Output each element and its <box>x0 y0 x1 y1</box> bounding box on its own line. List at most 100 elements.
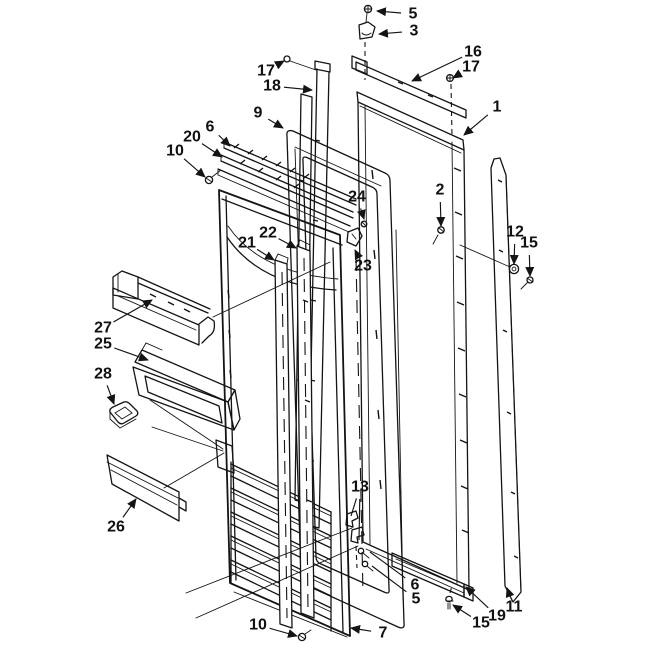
callout-leader-6 <box>369 551 406 579</box>
callout-leader-13 <box>350 498 357 517</box>
callout-leader-1 <box>463 114 489 136</box>
alignment-line-grommet <box>459 244 511 268</box>
callout-5: 5 <box>376 6 418 23</box>
part-number-11: 11 <box>506 599 523 616</box>
callout-20: 20 <box>183 129 223 158</box>
callout-15: 15 <box>520 235 538 277</box>
callout-leader-13 <box>358 498 361 541</box>
callout-leader-11 <box>505 587 515 599</box>
screw-24 <box>360 220 368 228</box>
callout-leader-28 <box>106 385 116 405</box>
callout-leader-6 <box>218 134 231 147</box>
callout-25: 25 <box>94 336 149 362</box>
callout-leader-5 <box>376 7 402 17</box>
callout-11: 11 <box>505 587 523 616</box>
callout-28: 28 <box>94 366 116 405</box>
bottom-screws-5-6 <box>357 547 374 572</box>
part-number-5: 5 <box>412 591 421 608</box>
callout-10: 10 <box>166 143 206 178</box>
part-number-17: 17 <box>462 59 480 76</box>
part-number-16: 16 <box>464 44 482 61</box>
callout-10: 10 <box>249 617 298 638</box>
callout-leader-26 <box>122 498 137 518</box>
part-number-25: 25 <box>94 336 112 353</box>
part-number-5: 5 <box>409 6 418 23</box>
callout-leader-24 <box>356 208 366 220</box>
door-shelf-26 <box>106 454 187 522</box>
hinge-screw-5 <box>363 4 373 23</box>
part-number-12: 12 <box>506 224 524 241</box>
callout-17: 17 <box>452 59 480 79</box>
part-number-23: 23 <box>354 258 372 275</box>
part-number-10: 10 <box>166 143 184 160</box>
part-number-26: 26 <box>107 519 125 536</box>
part-number-2: 2 <box>436 182 445 199</box>
part-number-6: 6 <box>206 119 215 136</box>
part-number-3: 3 <box>410 23 419 40</box>
callout-26: 26 <box>107 498 137 536</box>
grommet-12 <box>508 263 520 275</box>
screw-17-left <box>283 55 317 71</box>
pad-28 <box>109 401 139 429</box>
callout-6: 6 <box>369 551 420 594</box>
alignment-lines <box>149 261 359 619</box>
callout-18: 18 <box>263 78 313 95</box>
callout-leader-21 <box>256 248 275 261</box>
part-number-18: 18 <box>263 78 281 95</box>
part-number-6: 6 <box>411 577 420 594</box>
part-number-10: 10 <box>249 617 267 634</box>
callout-leader-20 <box>201 143 223 158</box>
part-number-1: 1 <box>493 99 502 116</box>
callout-6: 6 <box>206 119 231 147</box>
screw-15-right <box>520 276 534 290</box>
callout-leader-2 <box>436 201 446 227</box>
part-number-7: 7 <box>379 625 388 642</box>
callout-leader-3 <box>378 28 403 38</box>
mullion-strip-22 <box>296 239 315 619</box>
callout-leader-5 <box>371 565 407 593</box>
screw-15-bottom <box>445 585 454 610</box>
callout-7: 7 <box>350 624 388 642</box>
callout-leader-9 <box>267 118 284 129</box>
callout-leader-16 <box>411 56 463 82</box>
callout-15: 15 <box>452 604 490 632</box>
hinge-cam-3 <box>358 21 376 80</box>
callout-leader-17 <box>273 60 285 70</box>
callout-leader-27 <box>113 299 153 323</box>
part-number-20: 20 <box>183 129 201 146</box>
top-trim-16 <box>351 55 467 119</box>
callout-19: 19 <box>465 586 506 625</box>
door-bin-27 <box>112 270 216 346</box>
screw-17-right <box>445 73 455 137</box>
callout-5: 5 <box>371 565 421 608</box>
part-number-24: 24 <box>348 189 366 206</box>
clip-23 <box>346 227 363 247</box>
part-number-28: 28 <box>94 366 112 383</box>
callout-16: 16 <box>411 44 482 82</box>
bottom-clips-13 <box>345 510 365 569</box>
part-number-21: 21 <box>238 235 256 252</box>
callout-13: 13 <box>350 479 369 541</box>
screw-2 <box>432 226 445 245</box>
callout-leader-23 <box>354 249 364 261</box>
part-number-19: 19 <box>488 608 506 625</box>
callout-12: 12 <box>506 224 524 265</box>
callout-leader-19 <box>465 586 489 609</box>
part-number-22: 22 <box>259 225 277 242</box>
screw-10-bottom <box>297 629 312 642</box>
callout-leader-10 <box>269 627 298 638</box>
callout-leader-10 <box>183 158 206 178</box>
callout-leader-15 <box>525 254 535 277</box>
part-number-27: 27 <box>94 320 112 337</box>
part-number-17: 17 <box>257 63 275 80</box>
callout-leader-7 <box>350 624 372 634</box>
door-outer-panel-1 <box>356 91 470 594</box>
callout-17: 17 <box>257 60 285 80</box>
callout-leader-25 <box>114 347 149 362</box>
callout-27: 27 <box>94 299 153 337</box>
callout-22: 22 <box>259 225 297 249</box>
callout-leader-22 <box>278 238 297 249</box>
callout-23: 23 <box>354 249 372 275</box>
